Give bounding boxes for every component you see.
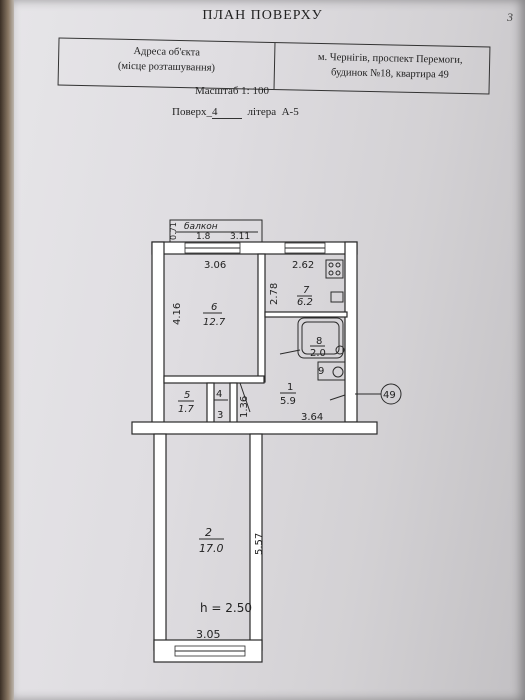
room-1-area: 5.9 [280, 396, 296, 407]
room-2-number: 2 [205, 526, 212, 539]
balcony-label: балкон [184, 222, 218, 232]
litera-value: А-5 [281, 106, 299, 118]
binding-edge [0, 0, 14, 700]
room-8-number: 8 [316, 336, 322, 347]
kitchen-fixtures [325, 259, 344, 303]
floor-line: Поверх_4 літера А-5 [172, 106, 299, 119]
walls [131, 241, 378, 663]
room-2-area: 17.0 [199, 542, 224, 555]
room-2-dim-side: 5.57 [254, 533, 265, 555]
balcony-length: 3.11 [230, 232, 250, 242]
room-4-number: 4 [216, 389, 222, 400]
room-6: 3.06 4.16 6 12.7 [172, 260, 226, 328]
room-3-dim-side: 1.36 [239, 396, 250, 418]
litera-label: літера [247, 106, 277, 118]
room-5: 5 1.7 [178, 390, 195, 415]
room-6-number: 6 [211, 302, 217, 313]
room-3-number: 3 [217, 410, 223, 421]
room-1-dim-bottom: 3.64 [301, 412, 323, 423]
document-page [14, 0, 525, 700]
room-6-dim-top: 3.06 [204, 260, 226, 271]
room-7-dim-side: 2.78 [269, 283, 280, 305]
room-9-number: 9 [318, 366, 324, 377]
room-6-dim-side: 4.16 [172, 303, 183, 325]
room-1: 1 5.9 3.64 [280, 382, 323, 423]
page-title: ПЛАН ПОВЕРХУ [202, 8, 323, 23]
balcony-depth: 0.71 [169, 222, 178, 240]
bathroom-fixtures [297, 317, 346, 381]
apartment-number: 49 [383, 390, 396, 401]
room-8: 8 2.0 [310, 336, 326, 359]
room-6-area: 12.7 [203, 317, 226, 328]
page-mark: 3 [507, 10, 513, 24]
room-5-number: 5 [184, 390, 190, 401]
room-5-area: 1.7 [178, 404, 195, 415]
room-7-number: 7 [303, 285, 310, 296]
balcony-width: 1.8 [196, 232, 211, 242]
floor-prefix: Поверх [172, 106, 207, 118]
room-8-area: 2.0 [310, 348, 326, 359]
balcony: балкон 1.8 3.11 0.71 [169, 219, 263, 243]
floor-number: 4 [211, 106, 242, 119]
room-7-area: 6.2 [297, 297, 313, 308]
room-2: 2 17.0 5.57 h = 2.50 3.05 [196, 526, 265, 641]
ceiling-height: h = 2.50 [200, 601, 252, 615]
room-7-dim-top: 2.62 [292, 260, 314, 271]
scale-text: Масштаб 1: 100 [195, 85, 269, 97]
room-1-number: 1 [287, 382, 293, 393]
room-2-dim-bottom: 3.05 [196, 628, 221, 641]
room-7: 2.62 2.78 7 6.2 [269, 260, 314, 308]
